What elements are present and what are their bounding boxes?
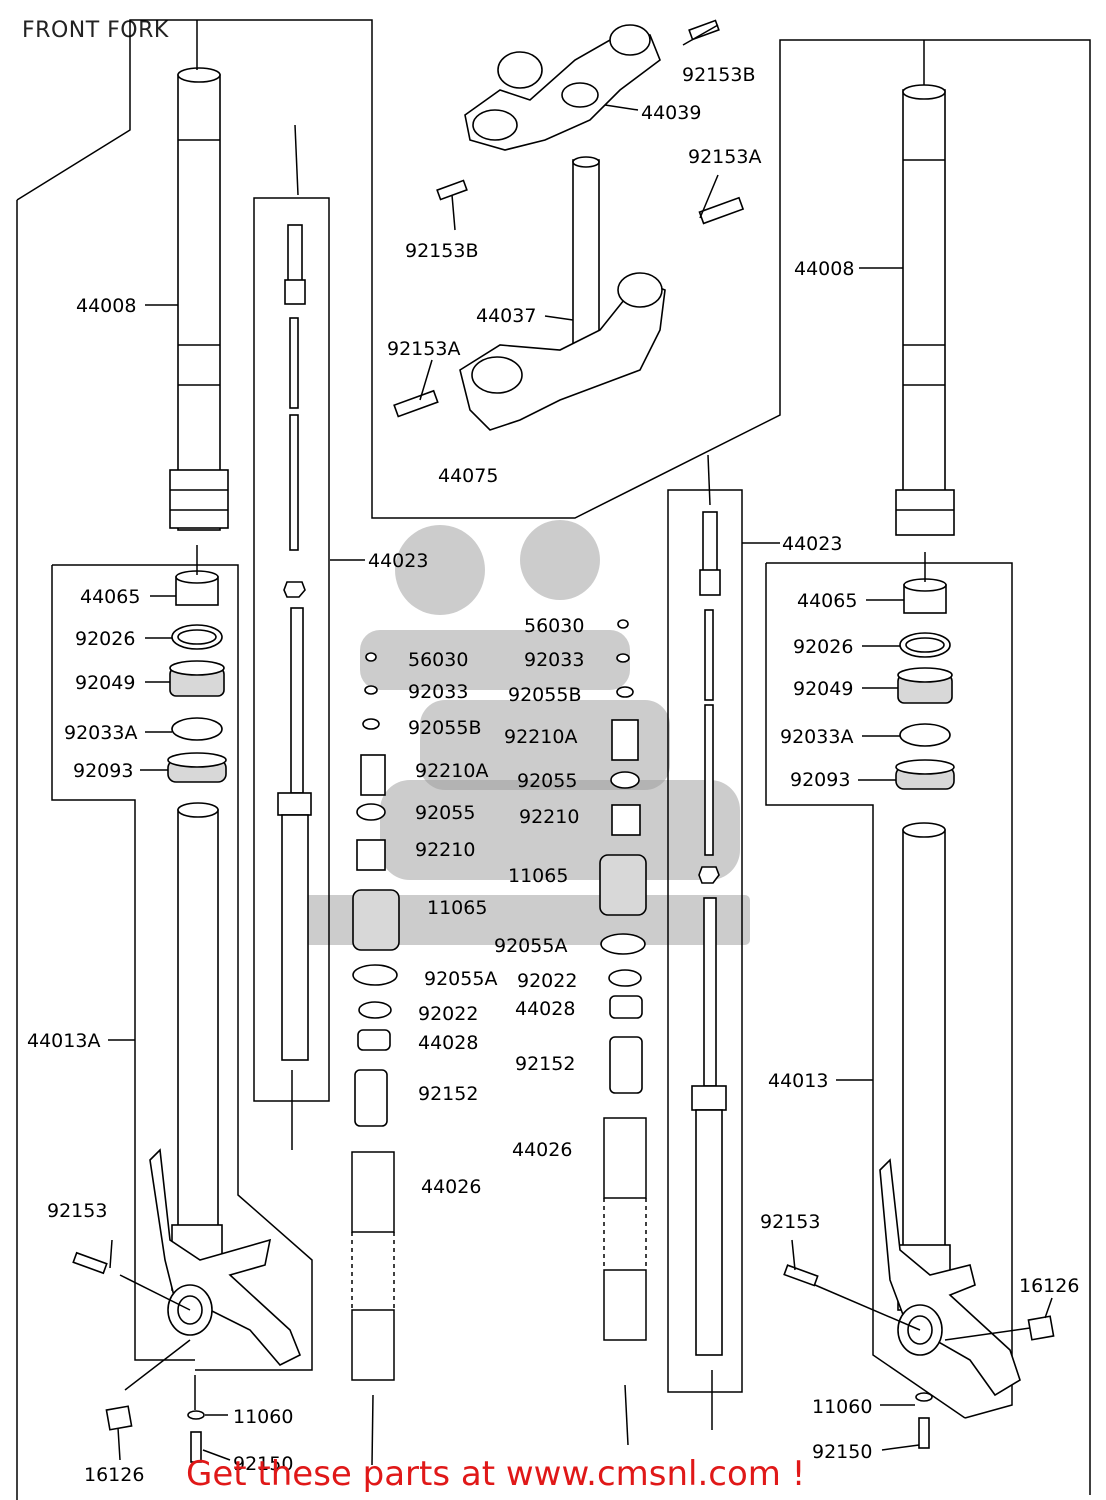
- part-label: 92033: [524, 649, 584, 671]
- part-label: 92150: [812, 1441, 872, 1463]
- top-bridge: [436, 19, 720, 201]
- part-label: 11065: [427, 897, 487, 919]
- part-label: 92022: [418, 1003, 478, 1025]
- seal-stack-left: [167, 545, 227, 783]
- cartridge-parts-right: [599, 619, 647, 1446]
- leader-lines: [108, 24, 1053, 1461]
- part-label: 92055B: [508, 684, 581, 706]
- part-label: 44013A: [27, 1030, 100, 1052]
- part-labels: 92153B 44039 92153A 92153B 44008 44037 9…: [27, 64, 1079, 1486]
- part-label: 44008: [76, 295, 136, 317]
- footer-promo-text: Get these parts at www.cmsnl.com !: [186, 1454, 806, 1494]
- fork-tube-right: [895, 40, 955, 536]
- part-label: 92210: [415, 839, 475, 861]
- part-label: 44023: [368, 550, 428, 572]
- watermark-logo: [300, 520, 750, 945]
- part-label: 92210A: [415, 760, 488, 782]
- part-label: 44008: [794, 258, 854, 280]
- part-label: 92055A: [424, 968, 497, 990]
- part-label: 92210A: [504, 726, 577, 748]
- part-label: 92022: [517, 970, 577, 992]
- part-label: 92055B: [408, 717, 481, 739]
- part-label: 92049: [793, 678, 853, 700]
- part-label: 92153: [47, 1200, 107, 1222]
- part-label: 44039: [641, 102, 701, 124]
- part-label: 56030: [524, 615, 584, 637]
- cartridge-parts-left: [351, 652, 400, 1466]
- part-label: 11065: [508, 865, 568, 887]
- outer-tube-left: [72, 802, 302, 1463]
- part-label: 92093: [790, 769, 850, 791]
- part-label: 11060: [812, 1396, 872, 1418]
- part-label: 44065: [797, 590, 857, 612]
- diagram-title: FRONT FORK: [22, 18, 169, 43]
- part-label: 11060: [233, 1406, 293, 1428]
- part-label: 44023: [782, 533, 842, 555]
- steering-stem: [393, 156, 745, 431]
- fork-tube-left: [169, 20, 229, 531]
- part-label: 44028: [418, 1032, 478, 1054]
- part-label: 16126: [1019, 1275, 1079, 1297]
- part-label: 92150: [233, 1453, 293, 1475]
- part-label: 16126: [84, 1464, 144, 1486]
- part-label: 44075: [438, 465, 498, 487]
- part-label: 44013: [768, 1070, 828, 1092]
- part-label: 44028: [515, 998, 575, 1020]
- outer-tube-right: [783, 822, 1055, 1449]
- part-label: 92153: [760, 1211, 820, 1233]
- part-label: 92055: [517, 770, 577, 792]
- part-label: 92033A: [64, 722, 137, 744]
- part-label: 92049: [75, 672, 135, 694]
- seal-stack-right: [895, 552, 955, 790]
- part-label: 92093: [73, 760, 133, 782]
- part-label: 92055: [415, 802, 475, 824]
- damper-rod-right: [691, 454, 727, 1430]
- part-label: 56030: [408, 649, 468, 671]
- part-label: 92152: [515, 1053, 575, 1075]
- part-label: 44065: [80, 586, 140, 608]
- part-label: 92153B: [682, 64, 755, 86]
- damper-rod-left: [277, 124, 312, 1150]
- part-label: 92153A: [688, 146, 761, 168]
- part-label: 92026: [75, 628, 135, 650]
- part-label: 92152: [418, 1083, 478, 1105]
- spring-right: [603, 1117, 647, 1341]
- part-label: 92210: [519, 806, 579, 828]
- part-label: 92033: [408, 681, 468, 703]
- part-label: 92153B: [405, 240, 478, 262]
- part-label: 44026: [421, 1176, 481, 1198]
- part-label: 44026: [512, 1139, 572, 1161]
- part-label: 92055A: [494, 935, 567, 957]
- spring-left: [351, 1151, 395, 1381]
- part-label: 92033A: [780, 726, 853, 748]
- part-label: 92026: [793, 636, 853, 658]
- part-label: 92153A: [387, 338, 460, 360]
- part-label: 44037: [476, 305, 536, 327]
